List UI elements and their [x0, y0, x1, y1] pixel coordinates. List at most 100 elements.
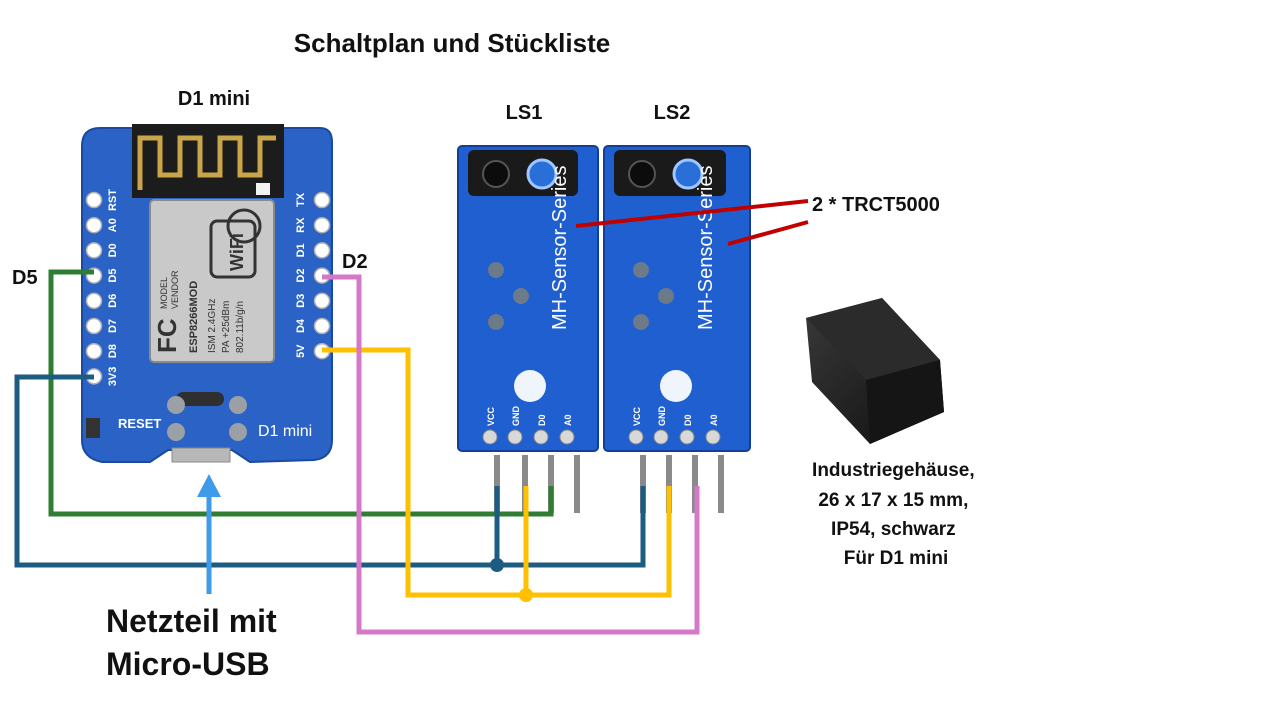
- reset-label: RESET: [118, 416, 161, 431]
- led-indicator: [256, 183, 270, 195]
- board-pin-label-5v: 5V: [295, 344, 307, 358]
- solder-pad: [513, 288, 529, 304]
- board-pin-pad: [313, 242, 331, 259]
- sensor-pin-pad: [559, 429, 575, 445]
- pointer-line-ls2: [727, 220, 809, 246]
- sensor-board-ls2: MH-Sensor-Series VCC GND D0 A0: [603, 145, 751, 513]
- espressif-logo-icon: [226, 208, 262, 244]
- chip-text: ESP8266MOD: [188, 281, 200, 353]
- sensor-pin-label-vcc: VCC: [632, 406, 642, 426]
- board-pin-label-d5: D5: [107, 269, 119, 283]
- board-pin-label-tx: TX: [295, 192, 307, 207]
- sensor-modules: LS1 LS2 MH-Sensor-Series VCC GND D0 A0: [457, 102, 751, 513]
- sensor-pin-label-d0: D0: [537, 414, 547, 426]
- wire-d2-ls2-d0: [322, 274, 700, 635]
- reset-button: [86, 418, 100, 438]
- sensor-board-ls1: MH-Sensor-Series VCC GND D0 A0: [457, 145, 599, 513]
- board-pin-pad: [85, 242, 103, 259]
- board-pin-label-d6: D6: [107, 294, 119, 308]
- sensor-label-ls1: LS1: [506, 102, 543, 124]
- board-pin-pad: [85, 216, 103, 234]
- header-pin: [548, 455, 554, 513]
- housing-line-1: Industriegehäuse,: [812, 460, 975, 481]
- housing-front-face: [866, 360, 944, 444]
- header-pin: [494, 455, 500, 513]
- housing-line-4: Für D1 mini: [844, 548, 949, 569]
- board-pin-pad: [85, 317, 103, 335]
- solder-pad: [167, 423, 185, 441]
- mounting-hole: [660, 370, 692, 402]
- industrial-housing: Industriegehäuse, 26 x 17 x 15 mm, IP54,…: [806, 298, 980, 569]
- sensor-pin-label-a0: A0: [563, 414, 573, 426]
- solder-pad: [488, 314, 504, 330]
- housing-line-3: IP54, schwarz: [831, 519, 956, 540]
- board-pin-pad: [313, 216, 331, 234]
- pa-text: PA +25dBm: [221, 301, 232, 353]
- model-text: MODEL: [159, 277, 169, 309]
- ir-receiver-icon: [482, 160, 510, 188]
- power-supply: Netzteil mit Micro-USB: [106, 474, 286, 682]
- board-pin-label-d8: D8: [107, 344, 119, 358]
- board-label: D1 mini: [178, 88, 250, 110]
- sensor-pin-pad: [679, 429, 695, 445]
- sensor-pin-label-gnd: GND: [511, 406, 521, 427]
- board-pin-label-d0: D0: [107, 243, 119, 257]
- header-pin: [640, 455, 646, 513]
- power-line-1: Netzteil mit: [106, 603, 277, 639]
- sensor-pcb: [603, 145, 751, 452]
- sensor-pin-label-d0: D0: [683, 414, 693, 426]
- board-silk-name: D1 mini: [258, 423, 312, 440]
- sensor-pin-pad: [482, 429, 498, 445]
- sensor-note-label: 2 * TRCT5000: [812, 194, 940, 216]
- ir-emitter-icon: [526, 158, 558, 190]
- pointer-line-ls1: [575, 199, 809, 228]
- antenna-trace-icon: [137, 135, 276, 190]
- solder-pad: [167, 396, 185, 414]
- potentiometer-pad: [633, 262, 649, 278]
- ism-text: ISM 2.4GHz: [207, 299, 218, 353]
- sensor-pin-pad: [705, 429, 721, 445]
- housing-top-face: [806, 298, 940, 380]
- junction-dot-gnd: [519, 588, 533, 602]
- board-pin-label-d4: D4: [295, 318, 307, 333]
- d5-pin-label: D5: [12, 267, 38, 289]
- sensor-series-text: MH-Sensor-Series: [549, 166, 571, 330]
- sensor-pin-label-gnd: GND: [657, 406, 667, 427]
- wifi-logo-icon: [209, 219, 257, 279]
- power-line-2: Micro-USB: [106, 646, 270, 682]
- solder-pad: [633, 314, 649, 330]
- solder-pad: [658, 288, 674, 304]
- housing-text-line: Industriegehäuse, 26 x 17 x 15 mm, IP54,…: [812, 460, 980, 569]
- smd-component: [176, 392, 224, 406]
- sensor-pin-label-vcc: VCC: [486, 406, 496, 426]
- sensor-pin-pad: [653, 429, 669, 445]
- header-pin: [718, 455, 724, 513]
- power-text: Netzteil mit Micro-USB: [106, 603, 286, 682]
- board-pin-label-rst: RST: [107, 189, 119, 211]
- sensor-label-ls2: LS2: [654, 102, 691, 124]
- board-pin-label-rx: RX: [295, 217, 307, 233]
- board-pin-label-d1: D1: [295, 243, 307, 257]
- board-pin-pad: [313, 191, 331, 209]
- micro-usb-port: [171, 447, 231, 463]
- header-pin: [692, 455, 698, 513]
- wiring: [14, 269, 700, 635]
- page-title: Schaltplan und Stückliste: [294, 28, 610, 58]
- board-pin-pad: [85, 191, 103, 209]
- solder-pad: [229, 423, 247, 441]
- ir-emitter-icon: [672, 158, 704, 190]
- d1-mini-board: D1 mini FC MODEL VENDOR ESP8266MOD ISM 2…: [81, 88, 333, 464]
- d2-pin-label: D2: [342, 251, 368, 273]
- board-pin-pad: [313, 292, 331, 310]
- housing-line-2: 26 x 17 x 15 mm,: [818, 490, 968, 511]
- wire-gnd: [322, 347, 672, 598]
- board-pin-pad: [313, 317, 331, 335]
- sensor-pin-pad: [507, 429, 523, 445]
- sensor-series-text: MH-Sensor-Series: [695, 166, 717, 330]
- board-pin-label-d3: D3: [295, 294, 307, 308]
- board-pin-pad: [85, 342, 103, 360]
- sensor-pin-label-a0: A0: [709, 414, 719, 426]
